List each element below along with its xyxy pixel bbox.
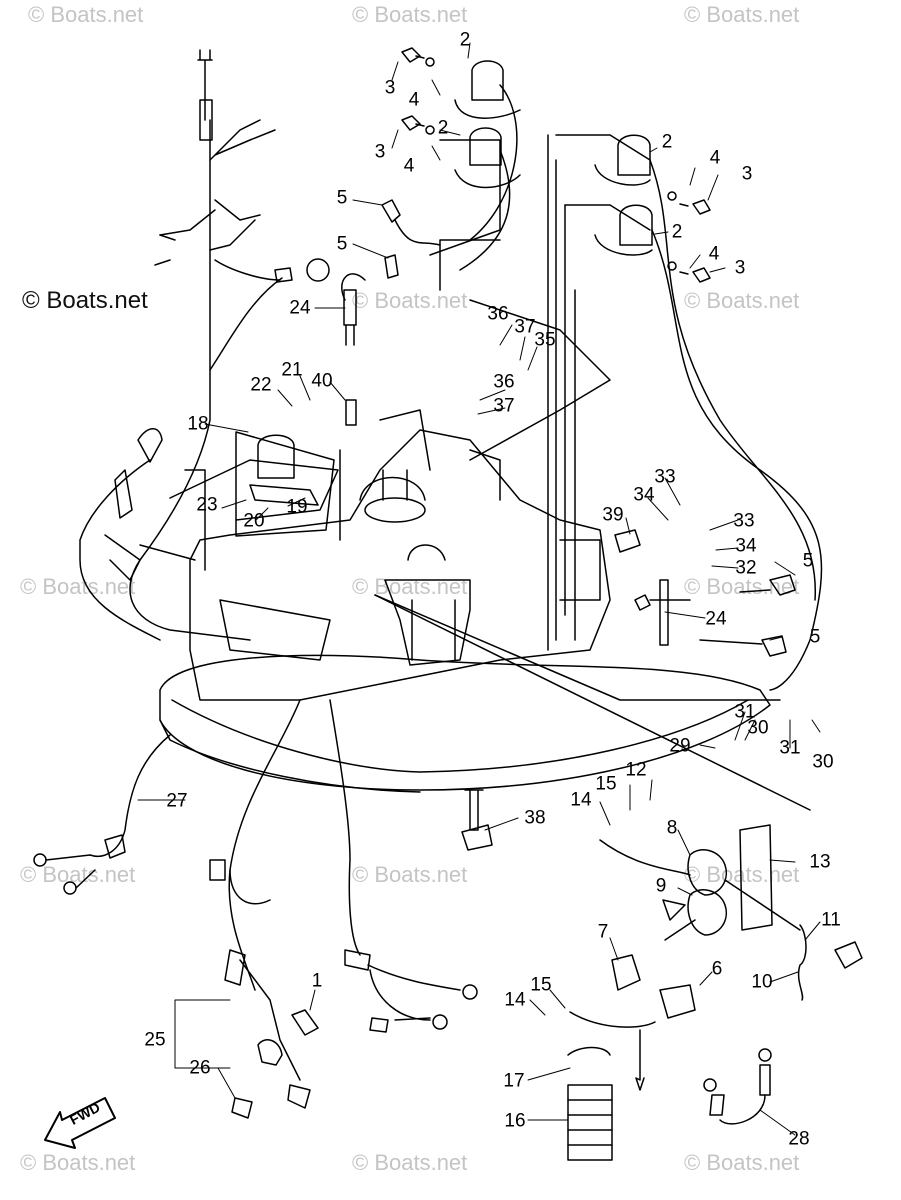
watermark: © Boats.net xyxy=(352,862,468,887)
callout-36: 36 xyxy=(487,303,509,325)
callout-2: 2 xyxy=(437,117,449,139)
callout-4: 4 xyxy=(708,243,720,265)
callout-31: 31 xyxy=(779,737,801,759)
fwd-label: FWD xyxy=(66,1098,103,1128)
electrical-box xyxy=(374,594,863,1001)
callout-13: 13 xyxy=(809,851,831,873)
callout-1: 1 xyxy=(311,970,323,992)
callout-2: 2 xyxy=(671,221,683,243)
callout-6: 6 xyxy=(711,958,723,980)
callout-5: 5 xyxy=(809,626,821,648)
callout-30: 30 xyxy=(812,751,834,773)
callout-2: 2 xyxy=(661,131,673,153)
rectifier-assembly xyxy=(169,431,339,537)
ignition-coil xyxy=(454,60,823,691)
watermark: © Boats.net xyxy=(28,2,144,27)
watermark: © Boats.net xyxy=(684,1150,800,1175)
callout-36: 36 xyxy=(493,371,515,393)
callout-4: 4 xyxy=(408,89,420,111)
callout-40: 40 xyxy=(311,370,333,392)
watermark: © Boats.net xyxy=(20,574,136,599)
watermark: © Boats.net xyxy=(20,1150,136,1175)
callout-26: 26 xyxy=(189,1057,211,1079)
callout-11: 11 xyxy=(821,909,841,931)
callout-24: 24 xyxy=(705,608,727,630)
watermark: © Boats.net xyxy=(684,288,800,313)
callout-14: 14 xyxy=(504,989,526,1011)
callout-5: 5 xyxy=(336,187,348,209)
callout-37: 37 xyxy=(514,316,536,338)
main-harness xyxy=(79,49,281,641)
callout-12: 12 xyxy=(625,759,647,781)
watermark: © Boats.net xyxy=(684,2,800,27)
watermark: © Boats.net xyxy=(352,1150,468,1175)
callout-24: 24 xyxy=(289,297,311,319)
callout-9: 9 xyxy=(655,875,667,897)
callout-32: 32 xyxy=(735,557,757,579)
starter-motor xyxy=(384,544,471,666)
coil-brackets xyxy=(429,134,651,651)
callout-5: 5 xyxy=(336,233,348,255)
watermark-dark: © Boats.net xyxy=(22,287,148,314)
callout-15: 15 xyxy=(530,974,552,996)
callout-30: 30 xyxy=(747,717,769,739)
watermark: © Boats.net xyxy=(352,2,468,27)
callout-15: 15 xyxy=(595,773,617,795)
engine-block xyxy=(189,409,611,701)
callout-33: 33 xyxy=(733,510,755,532)
callout-16: 16 xyxy=(504,1110,526,1132)
callout-19: 19 xyxy=(286,496,308,518)
callout-10: 10 xyxy=(751,971,773,993)
callout-20: 20 xyxy=(243,510,265,532)
callout-35: 35 xyxy=(534,329,556,351)
watermark: © Boats.net xyxy=(352,574,468,599)
callout-3: 3 xyxy=(374,141,386,163)
callout-27: 27 xyxy=(166,790,188,812)
callout-7: 7 xyxy=(597,921,609,943)
plug-caps xyxy=(381,199,796,657)
misc-parts xyxy=(209,258,772,1161)
callout-18: 18 xyxy=(187,413,209,435)
callout-3: 3 xyxy=(734,257,746,279)
lower-harness xyxy=(33,699,478,1119)
callout-17: 17 xyxy=(503,1070,525,1092)
callout-29: 29 xyxy=(669,735,691,757)
callout-33: 33 xyxy=(654,466,676,488)
callout-34: 34 xyxy=(633,484,655,506)
callout-34: 34 xyxy=(735,535,757,557)
callout-2: 2 xyxy=(459,29,471,51)
callout-28: 28 xyxy=(788,1128,810,1150)
callout-37: 37 xyxy=(493,395,515,417)
callout-23: 23 xyxy=(196,494,218,516)
leader-lines xyxy=(137,42,821,1136)
callout-5: 5 xyxy=(802,550,814,572)
watermark: © Boats.net xyxy=(352,288,468,313)
callout-3: 3 xyxy=(741,163,753,185)
callout-8: 8 xyxy=(666,817,678,839)
callout-21: 21 xyxy=(281,359,303,381)
callout-3: 3 xyxy=(384,77,396,99)
callout-14: 14 xyxy=(570,789,592,811)
bolt-washer-sets xyxy=(401,47,711,283)
callout-4: 4 xyxy=(709,147,721,169)
callout-38: 38 xyxy=(524,807,546,829)
callout-31: 31 xyxy=(734,701,756,723)
callout-4: 4 xyxy=(403,155,415,177)
bottom-cowling xyxy=(159,654,771,793)
callout-25: 25 xyxy=(144,1029,166,1051)
callout-22: 22 xyxy=(250,374,272,396)
fwd-arrow-icon xyxy=(44,1097,116,1149)
callout-39: 39 xyxy=(602,504,624,526)
